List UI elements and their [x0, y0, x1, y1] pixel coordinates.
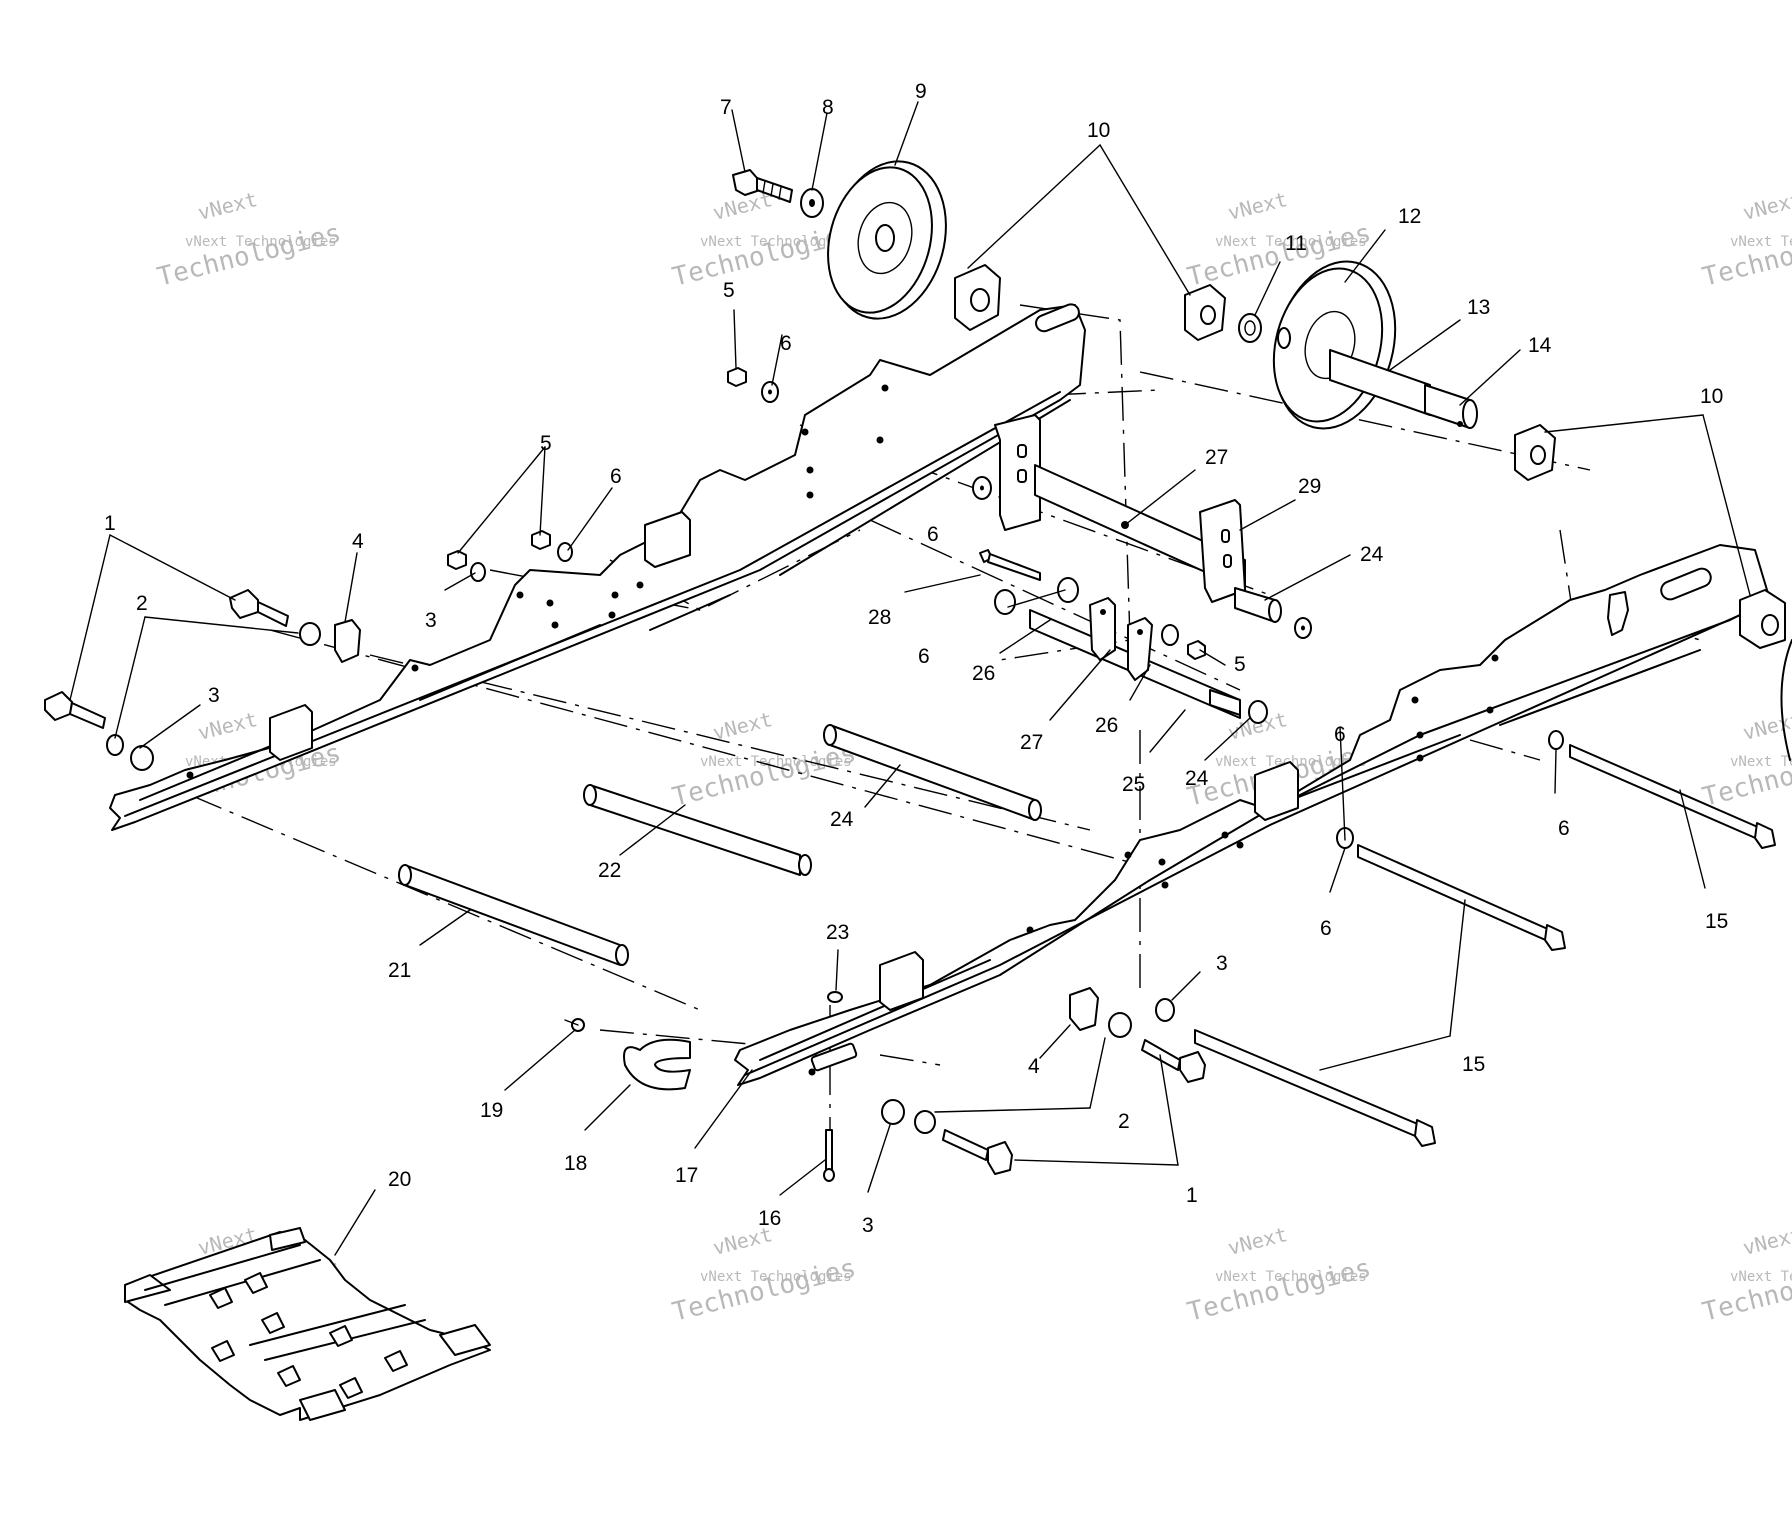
- callout-16: 16: [758, 1207, 781, 1230]
- callout-25: 25: [1122, 773, 1145, 796]
- leader-lines: [69, 101, 1751, 1256]
- callout-26: 26: [1095, 714, 1118, 737]
- svg-text:vNext: vNext: [1225, 187, 1289, 225]
- svg-text:vNext Technologies: vNext Technologies: [1215, 234, 1367, 250]
- svg-text:vNext Technologies: vNext Technologies: [185, 234, 337, 250]
- callout-17: 17: [675, 1164, 698, 1187]
- callout-10: 10: [1700, 385, 1723, 408]
- watermark: vNext vNext Technologies Technologies: [1184, 1222, 1374, 1328]
- watermark: vNext vNext Technologies Technologies: [669, 1222, 859, 1328]
- svg-text:vNext Technologies: vNext Technologies: [1215, 1269, 1367, 1285]
- svg-text:vNext: vNext: [195, 707, 259, 745]
- watermark: vNext vNext Technologies Technologies: [154, 187, 344, 293]
- svg-text:vNext: vNext: [1740, 1222, 1792, 1260]
- callout-1: 1: [104, 512, 116, 535]
- svg-text:vNext Technologies: vNext Technologies: [1730, 754, 1792, 770]
- callout-4: 4: [352, 530, 364, 553]
- svg-text:vNext Technologies: vNext Technologies: [1730, 1269, 1792, 1285]
- far-slide-rail: [109, 303, 1086, 831]
- upper-idler-assembly: [727, 160, 1792, 761]
- callout-6: 6: [780, 332, 792, 355]
- callout-7: 7: [720, 96, 732, 119]
- callout-2: 2: [1118, 1110, 1130, 1133]
- callout-9: 9: [915, 80, 927, 103]
- svg-text:Technologies: Technologies: [154, 218, 344, 293]
- callouts: 1 1 2 2 3 3 3 3 4 4 5 5 5 6 6 6 6 6 6 6 …: [104, 80, 1728, 1237]
- track-segment: [124, 1227, 491, 1421]
- svg-text:vNext Technologies: vNext Technologies: [700, 1269, 852, 1285]
- svg-text:Technologies: Technologies: [1699, 218, 1792, 293]
- callout-26: 26: [972, 662, 995, 685]
- callout-1: 1: [1186, 1184, 1198, 1207]
- callout-3: 3: [208, 684, 220, 707]
- callout-6: 6: [927, 523, 939, 546]
- long-bolts: [1156, 730, 1776, 1147]
- callout-24: 24: [1360, 543, 1384, 566]
- callout-28: 28: [868, 606, 891, 629]
- svg-text:Technologies: Technologies: [669, 1253, 859, 1328]
- callout-10: 10: [1087, 119, 1110, 142]
- callout-3: 3: [425, 609, 437, 632]
- cross-shafts: [398, 724, 1042, 966]
- svg-text:Technologies: Technologies: [669, 738, 859, 813]
- callout-12: 12: [1398, 205, 1421, 228]
- callout-23: 23: [826, 921, 849, 944]
- svg-text:vNext: vNext: [195, 187, 259, 225]
- callout-8: 8: [822, 96, 834, 119]
- svg-text:Technologies: Technologies: [1184, 1253, 1374, 1328]
- svg-text:vNext: vNext: [710, 707, 774, 745]
- callout-3: 3: [862, 1214, 874, 1237]
- callout-27: 27: [1205, 446, 1228, 469]
- svg-text:vNext Technologies: vNext Technologies: [700, 234, 852, 250]
- callout-20: 20: [388, 1168, 411, 1191]
- callout-14: 14: [1528, 334, 1552, 357]
- front-fasteners: [44, 530, 1206, 1182]
- callout-24: 24: [830, 808, 854, 831]
- watermark: vNext vNext Technologies Technologies: [1699, 187, 1792, 293]
- callout-13: 13: [1467, 296, 1490, 319]
- callout-19: 19: [480, 1099, 503, 1122]
- callout-4: 4: [1028, 1055, 1040, 1078]
- watermark: vNext vNext Technologies Technologies: [669, 707, 859, 813]
- center-arm-assembly: [979, 414, 1312, 724]
- near-slide-rail: [734, 544, 1771, 1086]
- svg-text:vNext Technologies: vNext Technologies: [700, 754, 852, 770]
- svg-text:vNext Technologies: vNext Technologies: [1730, 234, 1792, 250]
- callout-15: 15: [1462, 1053, 1485, 1076]
- watermark: vNext vNext Technologies Technologies: [1699, 1222, 1792, 1328]
- callout-6: 6: [1334, 723, 1346, 746]
- callout-5: 5: [1234, 653, 1246, 676]
- callout-24: 24: [1185, 767, 1209, 790]
- callout-6: 6: [918, 645, 930, 668]
- watermark: vNext vNext Technologies Technologies: [1699, 707, 1792, 813]
- callout-11: 11: [1285, 232, 1307, 255]
- callout-2: 2: [136, 592, 148, 615]
- callout-6: 6: [1558, 817, 1570, 840]
- callout-27: 27: [1020, 731, 1043, 754]
- callout-18: 18: [564, 1152, 587, 1175]
- svg-text:Technologies: Technologies: [1699, 738, 1792, 813]
- callout-3: 3: [1216, 952, 1228, 975]
- callout-15: 15: [1705, 910, 1728, 933]
- callout-5: 5: [540, 432, 552, 455]
- callout-21: 21: [388, 959, 411, 982]
- callout-22: 22: [598, 859, 621, 882]
- svg-text:vNext: vNext: [1740, 187, 1792, 225]
- callout-6: 6: [610, 465, 622, 488]
- svg-text:Technologies: Technologies: [1699, 1253, 1792, 1328]
- callout-29: 29: [1298, 475, 1321, 498]
- callout-5: 5: [723, 279, 735, 302]
- callout-6: 6: [1320, 917, 1332, 940]
- svg-text:vNext: vNext: [1225, 1222, 1289, 1260]
